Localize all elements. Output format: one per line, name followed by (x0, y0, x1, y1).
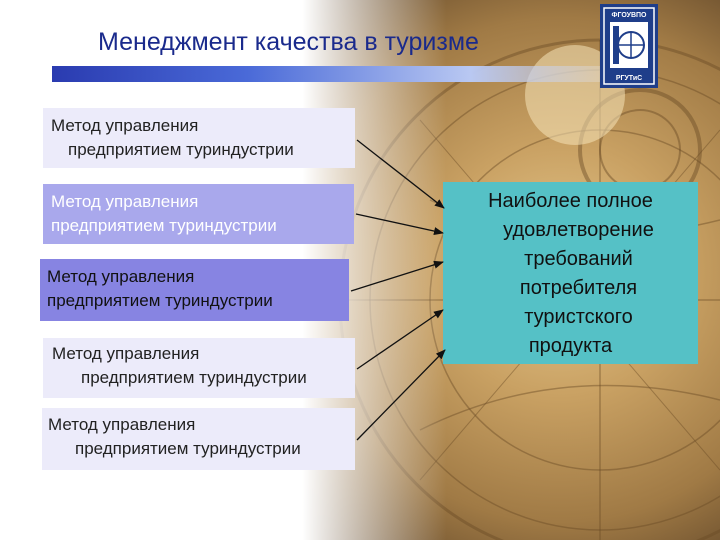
method-box-1-line1: Метод управления (51, 116, 199, 135)
method-box-2-line2: предприятием туриндустрии (51, 216, 277, 235)
title-underline-bar (52, 66, 610, 82)
result-line-2: удовлетворение (503, 219, 654, 241)
result-line-6: продукта (528, 335, 613, 357)
method-box-4: Метод управления предприятием туриндустр… (43, 338, 355, 398)
result-line-1: Наиболее полное (488, 190, 653, 212)
method-box-1-line2: предприятием туриндустрии (68, 140, 294, 159)
university-logo: ФГОУВПО РГУТиС (600, 4, 658, 88)
logo-text-bottom: РГУТиС (616, 75, 642, 82)
method-box-2: Метод управления предприятием туриндустр… (43, 184, 354, 244)
result-line-3: требований (524, 248, 633, 270)
method-box-5-line1: Метод управления (48, 415, 196, 434)
method-box-3-line1: Метод управления (47, 267, 195, 286)
result-line-4: потребителя (519, 277, 638, 299)
method-box-3: Метод управления предприятием туриндустр… (40, 259, 349, 321)
method-box-5: Метод управления предприятием туриндустр… (42, 408, 355, 470)
method-box-5-line2: предприятием туриндустрии (75, 439, 301, 458)
method-box-3-line2: предприятием туриндустрии (47, 291, 273, 310)
method-box-4-line1: Метод управления (52, 344, 200, 363)
method-box-4-line2: предприятием туриндустрии (81, 368, 307, 387)
result-box: Наиболее полное удовлетворение требовани… (443, 182, 698, 364)
method-box-2-line1: Метод управления (51, 192, 199, 211)
logo-text-top: ФГОУВПО (611, 12, 647, 19)
result-line-5: туристского (524, 306, 633, 328)
slide-title: Менеджмент качества в туризме (98, 28, 479, 56)
method-box-1: Метод управления предприятием туриндустр… (43, 108, 355, 168)
